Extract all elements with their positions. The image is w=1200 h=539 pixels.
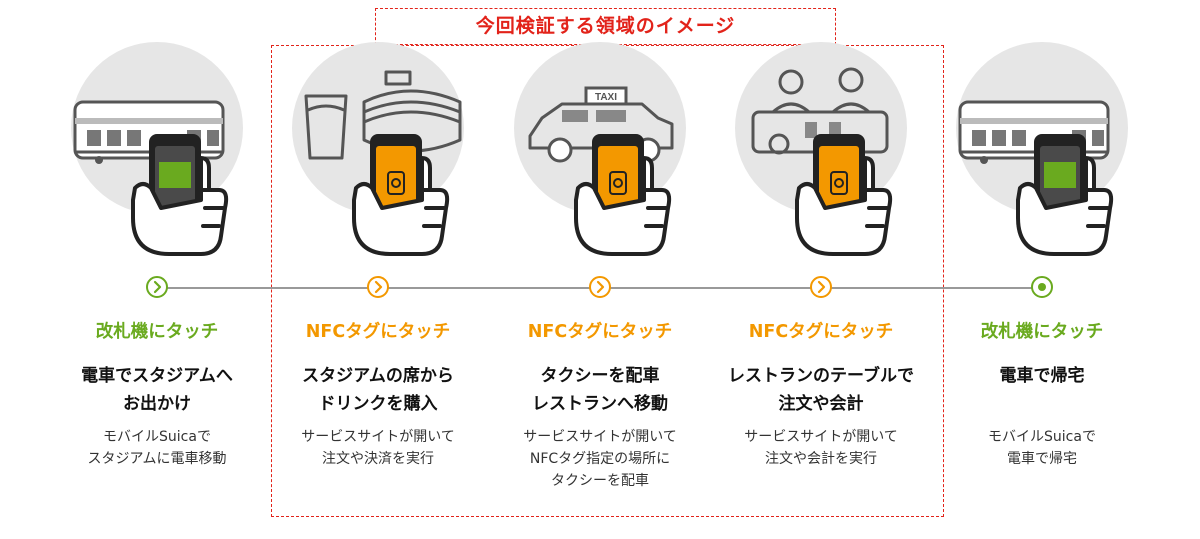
step-description-line: モバイルSuicaで (103, 429, 211, 445)
nfc-tag-icon (609, 171, 627, 195)
hand-icon (131, 156, 229, 256)
step-title-line: お出かけ (123, 394, 191, 414)
step-description-line: サービスサイトが開いて (301, 429, 455, 445)
step-title: 電車でスタジアムへお出かけ (47, 362, 267, 418)
step-title: タクシーを配車レストランへ移動 (490, 362, 710, 418)
step-description: サービスサイトが開いて NFCタグ指定の場所にタクシーを配車 (490, 426, 710, 492)
step-description-line: モバイルSuicaで (988, 429, 1096, 445)
illustration (735, 42, 907, 256)
step-title-line: 注文や会計 (778, 394, 864, 414)
step-tag: NFCタグにタッチ (305, 322, 451, 342)
step-title: スタジアムの席からドリンクを購入 (268, 362, 488, 418)
step-description-line: スタジアムに電車移動 (87, 451, 227, 467)
hand-icon (574, 156, 672, 256)
step-title-line: タクシーを配車 (540, 366, 660, 386)
hand-icon (1016, 156, 1114, 256)
hand-icon (352, 156, 450, 256)
step-description: サービスサイトが開いて注文や決済を実行 (268, 426, 488, 470)
step-tag: 改札機にタッチ (980, 322, 1104, 342)
step-title-line: レストランへ移動 (532, 394, 668, 414)
suica-card-icon (159, 162, 191, 188)
step-title-line: 電車で帰宅 (999, 366, 1085, 386)
step-description: モバイルSuicaで電車で帰宅 (932, 426, 1152, 470)
timeline-end-node (1031, 276, 1053, 298)
illustration (956, 42, 1128, 256)
step-description-line: 電車で帰宅 (1007, 451, 1077, 467)
timeline-arrow-node (146, 276, 168, 298)
nfc-tag-icon (830, 171, 848, 195)
step-description-line: 注文や決済を実行 (322, 451, 434, 467)
step-description-line: NFCタグ指定の場所に (529, 451, 671, 467)
illustration (292, 42, 464, 256)
timeline-arrow-node (810, 276, 832, 298)
step-title: レストランのテーブルで注文や会計 (711, 362, 931, 418)
step-title-line: スタジアムの席から (302, 366, 454, 386)
step-title-line: 電車でスタジアムへ (81, 366, 233, 386)
step-title-line: ドリンクを購入 (318, 394, 438, 414)
step-tag: 改札機にタッチ (95, 322, 219, 342)
suica-card-icon (1044, 162, 1076, 188)
step-title-line: レストランのテーブルで (728, 366, 914, 386)
step-description: モバイルSuicaでスタジアムに電車移動 (47, 426, 267, 470)
step-description-line: 注文や会計を実行 (765, 451, 877, 467)
nfc-tag-icon (387, 171, 405, 195)
illustration: TAXI (514, 42, 686, 256)
step-description-line: タクシーを配車 (551, 473, 649, 489)
hand-icon (795, 156, 893, 256)
illustration (71, 42, 243, 256)
step-description-line: サービスサイトが開いて (744, 429, 898, 445)
timeline-arrow-node (589, 276, 611, 298)
step-description-line: サービスサイトが開いて (523, 429, 677, 445)
taxi-sign-label: TAXI (595, 92, 617, 103)
step-tag: NFCタグにタッチ (748, 322, 894, 342)
timeline-arrow-node (367, 276, 389, 298)
step-description: サービスサイトが開いて注文や会計を実行 (711, 426, 931, 470)
step-tag: NFCタグにタッチ (527, 322, 673, 342)
step-title: 電車で帰宅 (932, 362, 1152, 390)
